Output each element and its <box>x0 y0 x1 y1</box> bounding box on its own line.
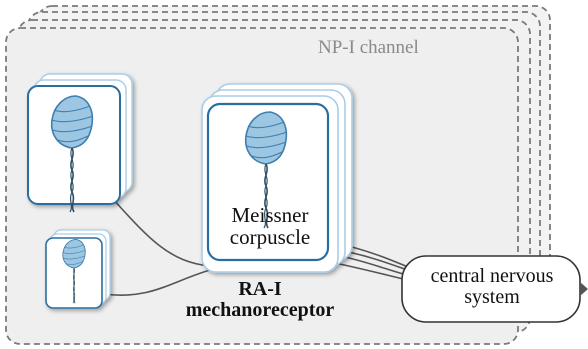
cns-label-line2: system <box>464 286 520 308</box>
receptor-label-line1: RA-I <box>238 278 282 300</box>
output-arrow <box>580 282 588 296</box>
cns-label-line1: central nervous <box>430 265 554 287</box>
cns-label: central nervous system <box>404 266 580 308</box>
corpuscle-label-line2: corpuscle <box>229 225 311 250</box>
main-receptor-stack <box>201 83 353 273</box>
corpuscle-label-line1: Meissner <box>231 203 309 227</box>
receptor-label: RA-I mechanoreceptor <box>160 279 360 321</box>
channel-label: NP-I channel <box>318 37 419 58</box>
corpuscle-label: Meissner corpuscle <box>206 204 334 248</box>
receptor-label-line2: mechanoreceptor <box>185 299 335 321</box>
